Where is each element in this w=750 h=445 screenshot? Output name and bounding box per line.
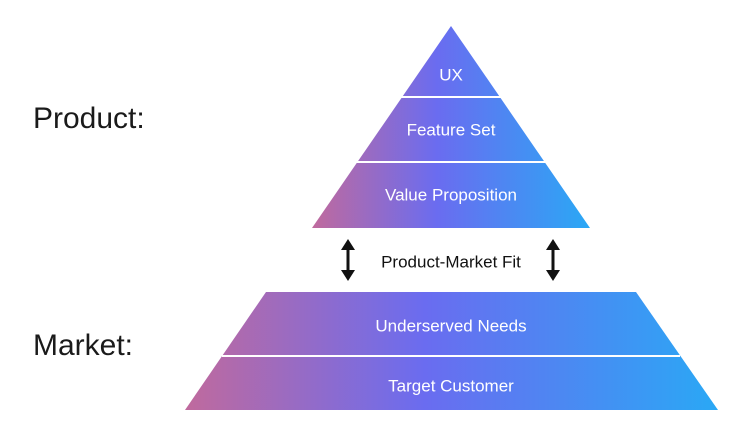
product-pyramid: [312, 26, 590, 228]
product-market-fit-label: Product-Market Fit: [381, 252, 521, 272]
market-trapezoid: [185, 292, 718, 410]
left-double-arrow-icon: [341, 239, 355, 281]
layer-underserved-needs: Underserved Needs: [375, 316, 527, 336]
right-double-arrow-icon: [546, 239, 560, 281]
layer-feature-set: Feature Set: [406, 120, 496, 140]
layer-target-customer: Target Customer: [388, 376, 514, 396]
market-label: Market:: [33, 329, 134, 362]
layer-value-proposition: Value Proposition: [385, 185, 517, 205]
product-label: Product:: [33, 102, 145, 135]
layer-ux: UX: [439, 65, 463, 85]
